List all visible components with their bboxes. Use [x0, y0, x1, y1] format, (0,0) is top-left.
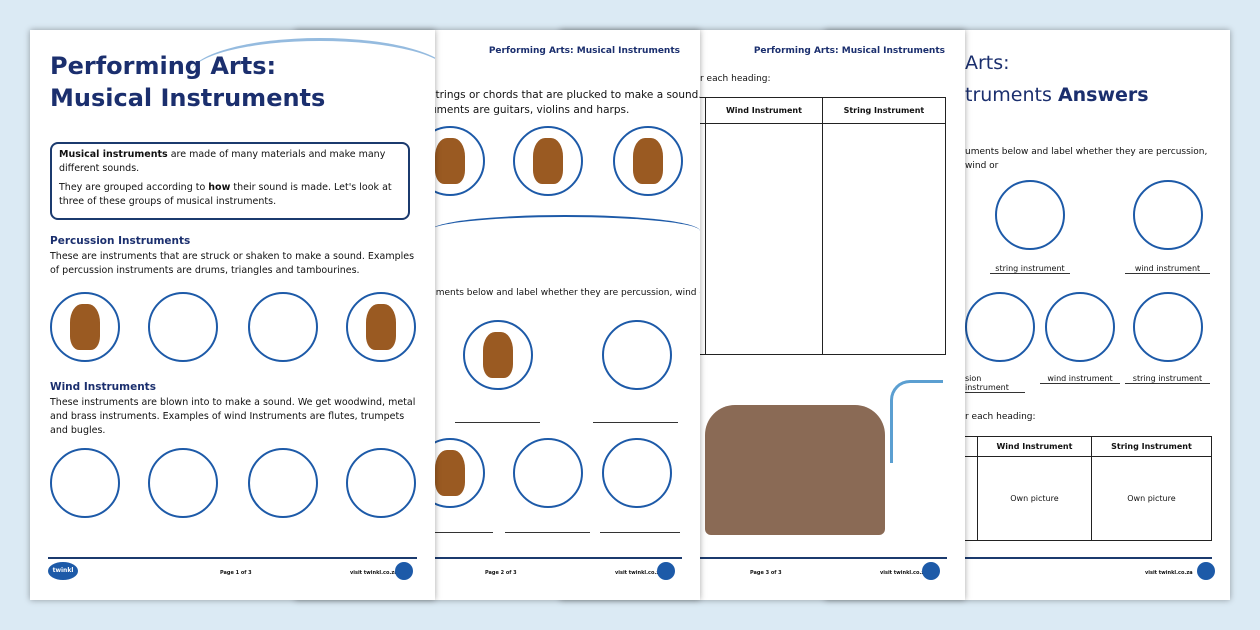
page-title: Performing Arts:Musical Instruments	[50, 52, 326, 112]
maracas-image	[346, 292, 416, 362]
drum-image	[50, 292, 120, 362]
children-playing-illustration	[705, 405, 885, 535]
trombone-image	[248, 448, 318, 518]
violin-image	[513, 126, 583, 196]
banjo-image	[602, 438, 672, 508]
music-notes-decoration	[190, 38, 435, 111]
page-header: Performing Arts: Musical Instruments	[488, 46, 680, 56]
title-line-1: Arts:	[965, 52, 1010, 74]
string-intro: strings or chords that are plucked to ma…	[430, 89, 700, 116]
clarinet-image	[602, 320, 672, 390]
answer-label: wind instrument	[1125, 264, 1210, 274]
task-text: uments below and label whether they are …	[430, 288, 700, 298]
percussion-heading: Percussion Instruments	[50, 235, 191, 247]
answer-label: string instrument	[1125, 374, 1210, 384]
page-header: Performing Arts: Musical Instruments	[753, 46, 945, 56]
saxophone-image	[148, 448, 218, 518]
twinkl-badge-icon	[922, 562, 940, 580]
answer-label: wind instrument	[1040, 374, 1120, 384]
twinkl-logo: twinkl	[48, 562, 78, 580]
tambourine-image	[248, 292, 318, 362]
violin-image	[463, 320, 533, 390]
twinkl-badge-icon	[1197, 562, 1215, 580]
triangle-image	[148, 292, 218, 362]
footer-site[interactable]: visit twinkl.co.za	[880, 570, 928, 576]
cello-image	[613, 126, 683, 196]
twinkl-badge-icon	[657, 562, 675, 580]
task-text: r each heading:	[700, 74, 771, 84]
flute-image	[50, 448, 120, 518]
trombone-image	[513, 438, 583, 508]
page-number: Page 2 of 3	[485, 570, 517, 576]
task-text-2: r each heading:	[965, 412, 1036, 422]
footer-site[interactable]: visit twinkl.co.za	[615, 570, 663, 576]
cello-image	[995, 180, 1065, 250]
maracas-image	[965, 292, 1035, 362]
banjo-image	[1133, 292, 1203, 362]
twinkl-badge-icon	[395, 562, 413, 580]
wind-heading: Wind Instruments	[50, 381, 156, 393]
wind-text: These instruments are blown into to make…	[50, 397, 416, 436]
task-text: uments below and label whether they are …	[965, 147, 1208, 171]
footer-site[interactable]: visit twinkl.co.za	[350, 570, 398, 576]
clarinet-image	[1133, 180, 1203, 250]
percussion-text: These are instruments that are struck or…	[50, 251, 415, 276]
title-line-2: truments Answers	[965, 84, 1149, 106]
page-number: Page 1 of 3	[220, 570, 252, 576]
trumpet-image	[346, 448, 416, 518]
trombone-image	[1045, 292, 1115, 362]
answer-label: string instrument	[990, 264, 1070, 274]
page-number: Page 3 of 3	[750, 570, 782, 576]
intro-box: Musical instruments are made of many mat…	[50, 142, 410, 220]
page-1: Performing Arts:Musical Instruments Musi…	[30, 30, 435, 600]
answer-label: sion instrument	[965, 374, 1025, 393]
music-notes-icon	[890, 380, 943, 463]
footer-site[interactable]: visit twinkl.co.za	[1145, 570, 1193, 576]
wave-decoration	[430, 215, 700, 247]
